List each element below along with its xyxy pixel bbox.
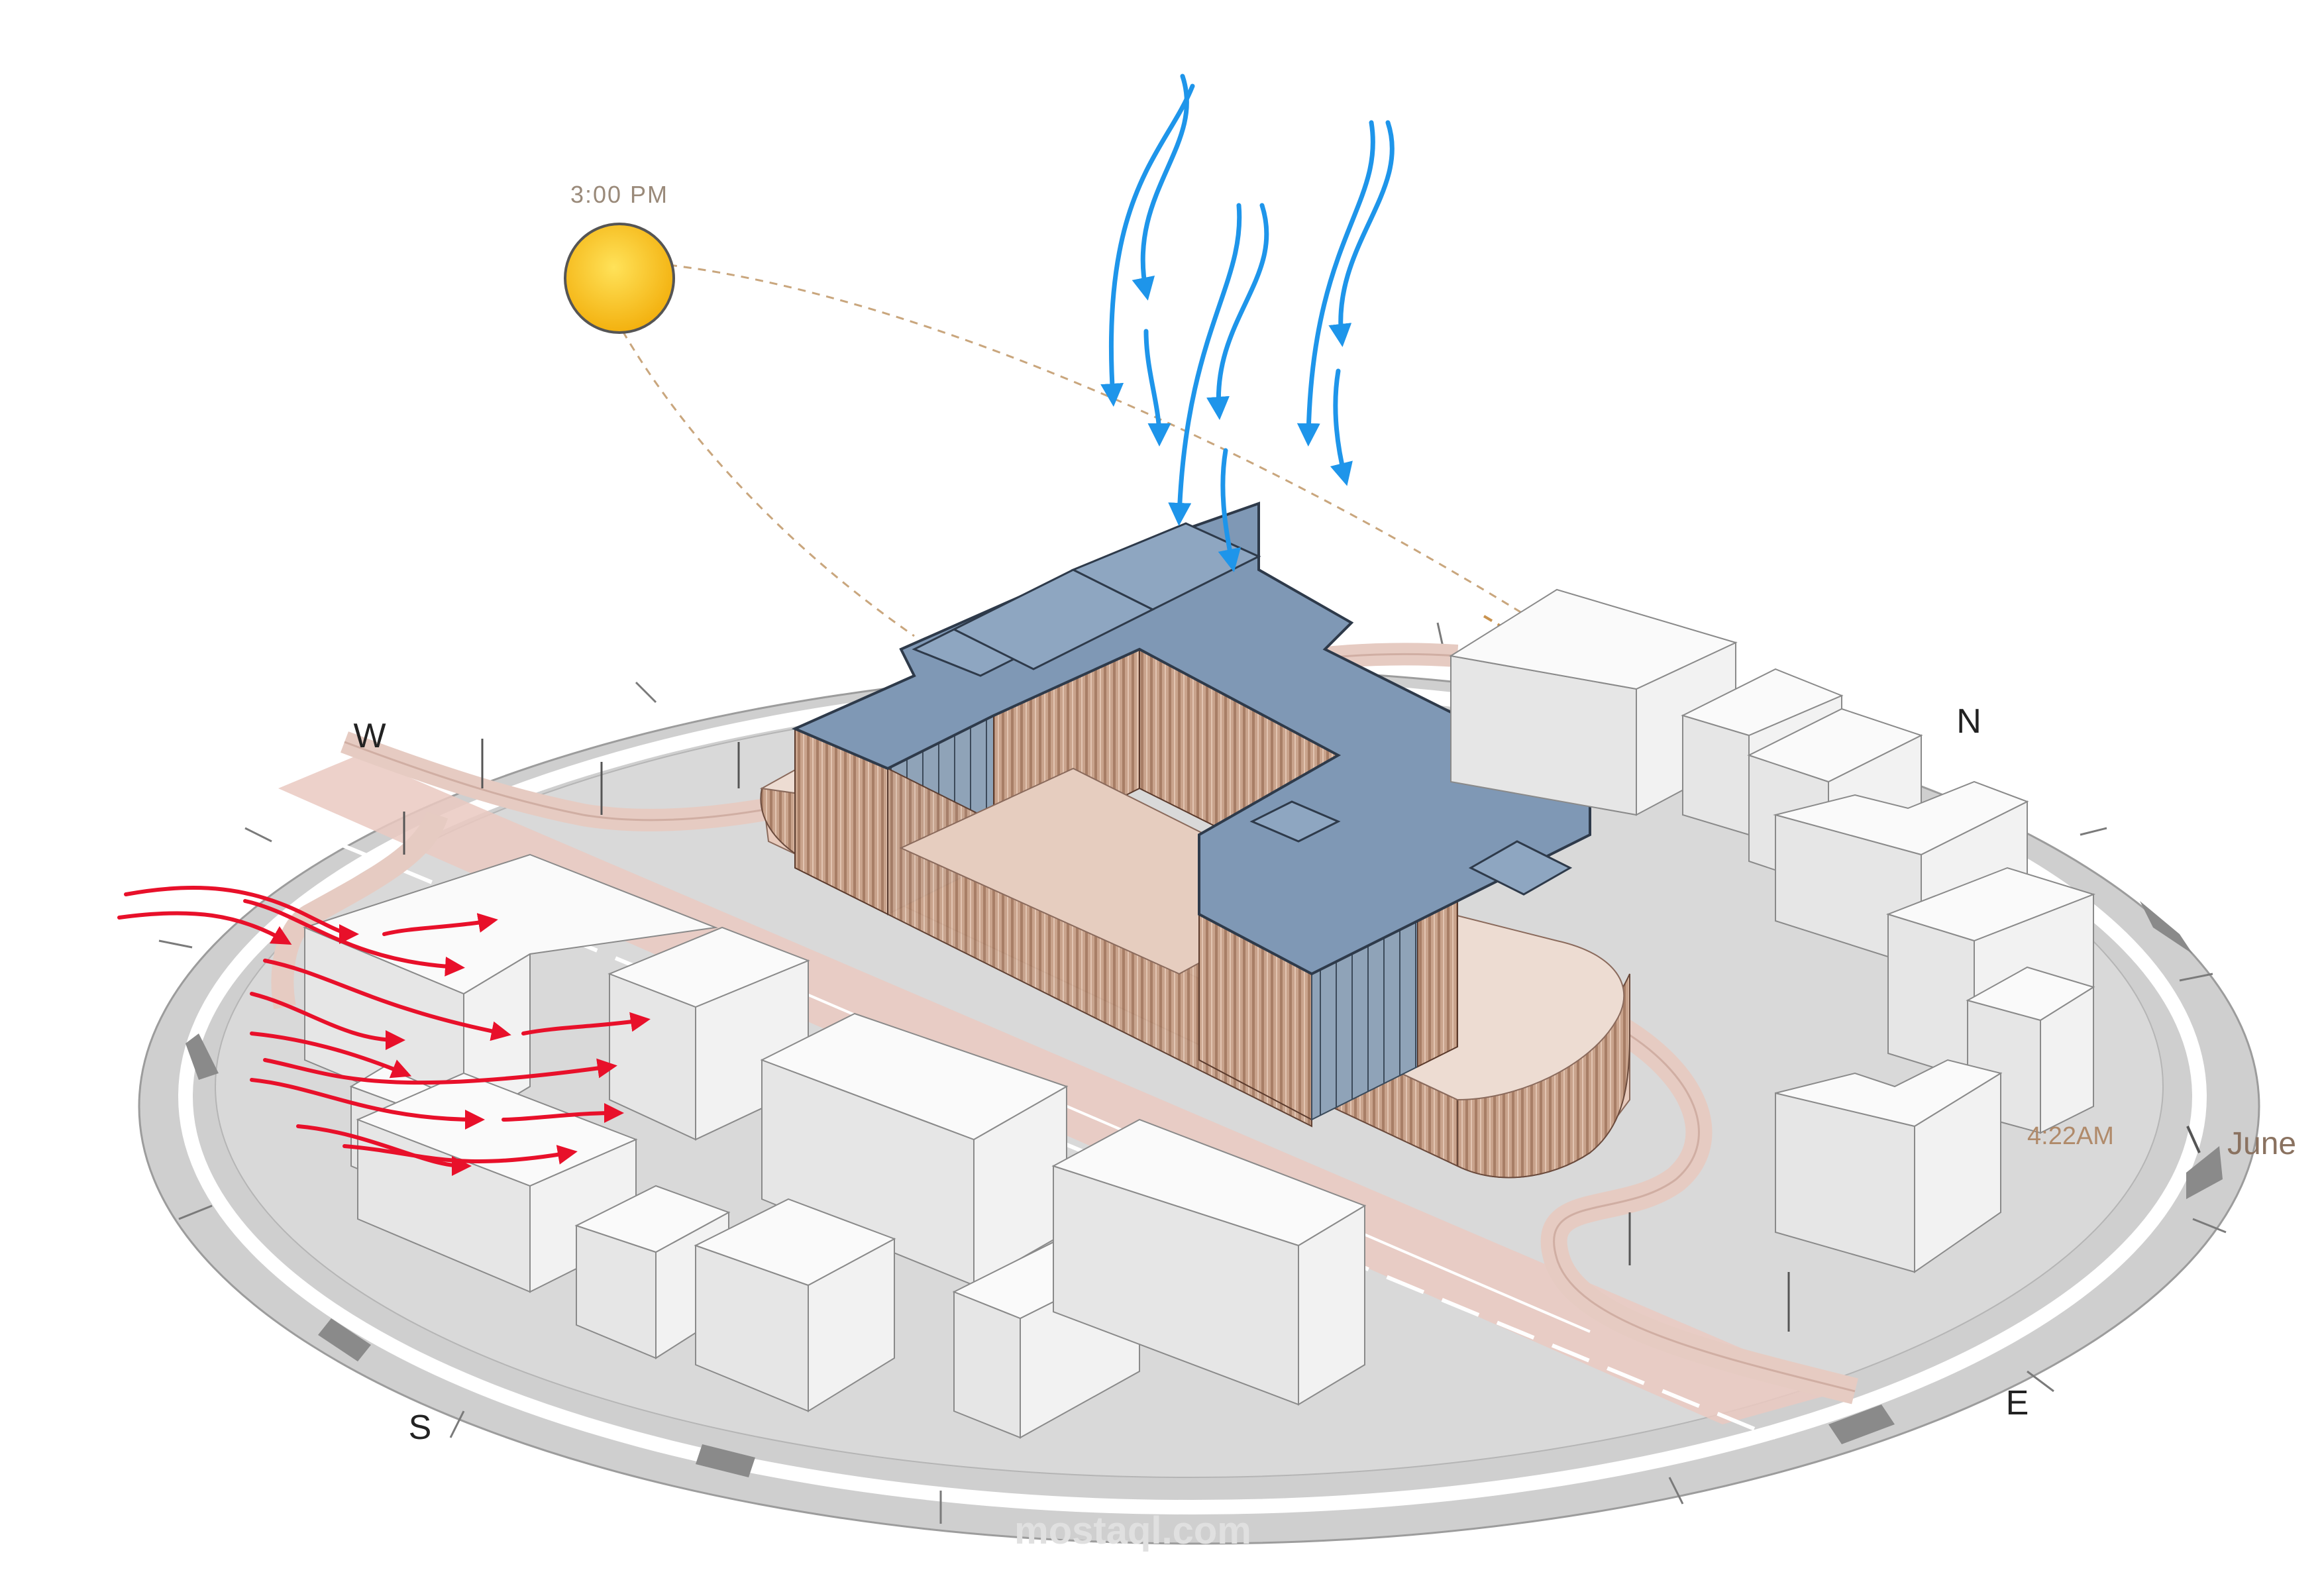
wind-arrow-icon — [263, 959, 511, 1041]
rain-arrows — [1100, 74, 1395, 572]
compass-ticks — [158, 622, 2227, 1524]
wind-arrow-icon — [382, 913, 498, 936]
rain-arrow-icon — [1206, 203, 1269, 420]
rain-arrow-icon — [1328, 120, 1395, 347]
street-lights — [403, 739, 1790, 1332]
wind-arrow-icon — [124, 886, 359, 944]
building-south-5 — [760, 1012, 1069, 1287]
building-east — [1775, 1059, 2003, 1273]
rain-arrow-icon — [1168, 203, 1242, 526]
rain-arrow-icon — [1143, 329, 1171, 447]
wind-arrow-icon — [117, 911, 292, 945]
watermark: mostaql.com — [1014, 1509, 1251, 1552]
wind-arrow-icon — [296, 1124, 472, 1176]
wind-arrow-icon — [250, 1032, 412, 1079]
wind-arrows — [117, 886, 651, 1176]
building-south-7 — [694, 1198, 896, 1412]
month-tick — [2186, 1126, 2201, 1153]
wind-arrow-icon — [263, 1058, 617, 1085]
compass-north: N — [1956, 702, 1981, 741]
compass-ring-segments — [185, 901, 2223, 1477]
wind-arrow-icon — [250, 1078, 485, 1130]
rain-arrow-icon — [1296, 120, 1375, 447]
main-building — [759, 502, 1630, 1179]
wind-arrow-icon — [250, 992, 405, 1050]
rain-arrow-icon — [1218, 448, 1241, 572]
wind-arrow-icon — [521, 1012, 651, 1035]
wind-arrow-icon — [243, 899, 465, 977]
building-south-9 — [1051, 1118, 1367, 1406]
compass-south: S — [409, 1408, 432, 1447]
month-label: June — [2227, 1126, 2296, 1161]
sun-icon — [564, 223, 675, 334]
wind-arrow-icon — [343, 1144, 578, 1165]
compass-east: E — [2006, 1384, 2029, 1422]
wind-arrow-icon — [502, 1103, 624, 1124]
compass-west: W — [353, 717, 386, 755]
rain-arrow-icon — [1100, 83, 1195, 407]
rain-arrow-icon — [1330, 368, 1353, 486]
sunrise-time-label: 4:22AM — [2027, 1122, 2114, 1150]
sun-time-label: 3:00 PM — [570, 181, 668, 208]
